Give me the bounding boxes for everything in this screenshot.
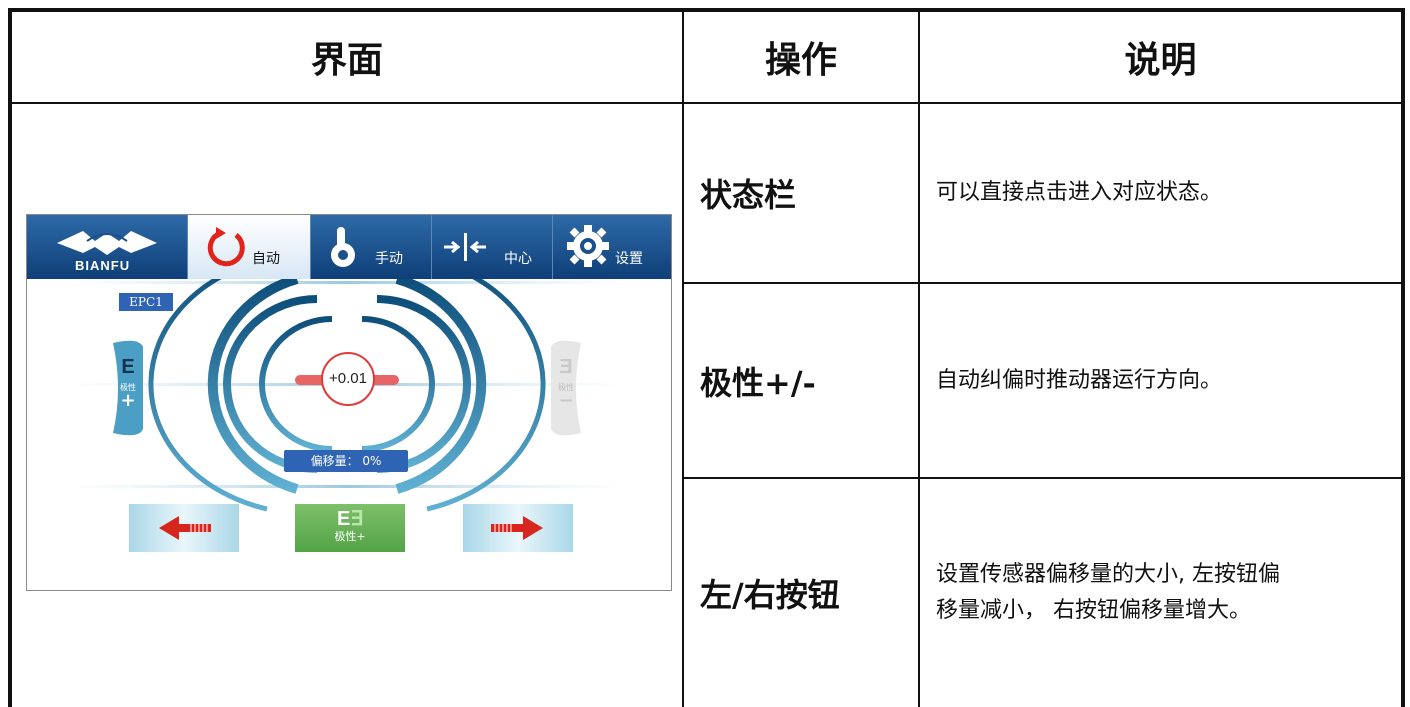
work-area: EPC1 +0.01 偏移量： 0% E 极性 + E 极性 − (27, 279, 671, 590)
polarity-right-sign: − (558, 390, 574, 411)
header-operation: 操作 (682, 8, 920, 104)
channel-label: EPC1 (119, 293, 173, 311)
hand-icon (331, 227, 355, 267)
polarity-toggle-label: 极性+ (334, 530, 366, 543)
header-description: 说明 (918, 8, 1405, 104)
brand-logo: BIANFU (27, 215, 188, 279)
polarity-right-letter: E (559, 356, 573, 378)
header-interface: 界面 (8, 8, 684, 104)
arrow-left-icon (159, 516, 211, 540)
operation-left-right: 左/右按钮 (682, 477, 920, 707)
right-arrow-button[interactable] (463, 504, 573, 552)
tab-center-label: 中心 (504, 251, 532, 267)
tab-manual-label: 手动 (375, 251, 403, 267)
tab-settings-label: 设置 (615, 251, 643, 267)
polarity-toggle-letter-a: E (337, 508, 351, 530)
hmi-screenshot: BIANFU 自动 (26, 214, 672, 591)
description-left-right: 设置传感器偏移量的大小, 左按钮偏 移量减小， 右按钮偏移量增大。 (918, 477, 1405, 707)
operation-polarity: 极性+/- (682, 282, 920, 479)
tab-manual[interactable]: 手动 (311, 215, 432, 279)
document-table: 界面 操作 说明 BIANFU (8, 8, 1405, 707)
gear-icon (567, 225, 609, 267)
polarity-toggle-letter-b: ∃ (350, 508, 363, 530)
status-bar: BIANFU 自动 (27, 215, 671, 279)
interface-cell: BIANFU 自动 (8, 102, 684, 707)
refresh-icon (207, 227, 245, 267)
tab-auto[interactable]: 自动 (188, 215, 311, 279)
polarity-left-button[interactable]: E 极性 + (113, 344, 143, 430)
description-polarity: 自动纠偏时推动器运行方向。 (918, 282, 1405, 479)
polarity-left-label: 极性 (120, 383, 136, 392)
polarity-toggle-button[interactable]: E∃ 极性+ (295, 504, 405, 552)
description-left-right-line1: 设置传感器偏移量的大小, 左按钮偏 (936, 562, 1280, 587)
description-left-right-line2: 移量减小， 右按钮偏移量增大。 (936, 598, 1251, 623)
polarity-right-label: 极性 (558, 383, 574, 392)
bat-logo-icon (57, 231, 157, 255)
tab-auto-label: 自动 (252, 251, 280, 267)
center-icon (444, 233, 486, 261)
sensor-graphic (67, 279, 627, 512)
brand-text: BIANFU (75, 258, 131, 273)
polarity-left-sign: + (120, 390, 136, 411)
tab-settings[interactable]: 设置 (553, 215, 671, 279)
operation-status-bar: 状态栏 (682, 102, 920, 284)
description-status-bar: 可以直接点击进入对应状态。 (918, 102, 1405, 284)
left-arrow-button[interactable] (129, 504, 239, 552)
center-value: +0.01 (329, 370, 367, 387)
tab-center[interactable]: 中心 (432, 215, 553, 279)
polarity-right-button[interactable]: E 极性 − (551, 344, 581, 430)
arrow-right-icon (491, 516, 543, 540)
polarity-left-letter: E (121, 356, 135, 378)
offset-readout: 偏移量： 0% (284, 450, 408, 472)
